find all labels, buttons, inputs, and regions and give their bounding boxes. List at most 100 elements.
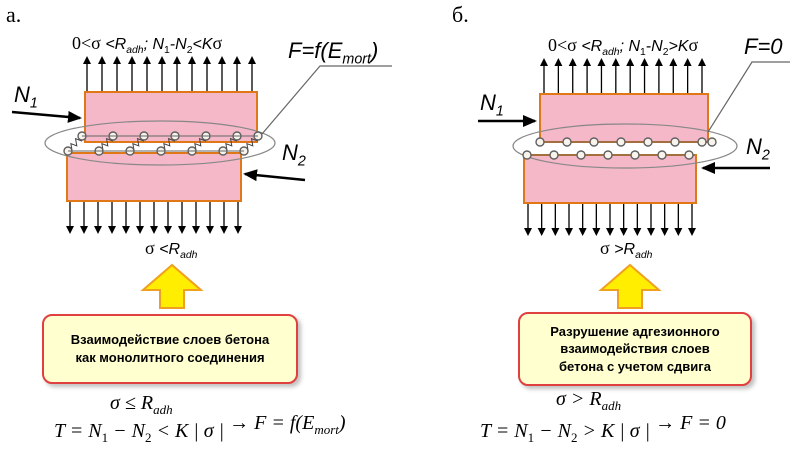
f2-s2: 2 — [144, 430, 152, 445]
panel-b-top-condition: 0<σ <Radh; N1-N2>Kσ — [548, 35, 698, 58]
f-lead: F=f(E — [288, 38, 343, 63]
cond-sigma: σ — [567, 35, 577, 55]
lower-node — [549, 150, 559, 160]
n1-letter: N — [14, 82, 30, 107]
cond-n2-sub: 2 — [662, 47, 669, 59]
lower-node — [576, 150, 586, 160]
cond-sigma2: σ — [212, 33, 223, 53]
cond-sigma: σ — [91, 33, 101, 53]
upper-node — [697, 137, 707, 147]
cond-r: <R — [105, 36, 127, 53]
panel-a-formula-line2: T = N1 − N2 < K | σ | → F = f(Emort) — [54, 412, 346, 446]
panel-a-yellow-arrow — [140, 263, 204, 309]
panel-a-n2-label: N2 — [282, 140, 306, 169]
upper-node — [535, 137, 545, 147]
panel-b-upper-block — [539, 93, 709, 143]
bottom-r: <R — [159, 241, 181, 258]
cond-n: ; N — [619, 38, 641, 55]
caption-line-2: как монолитного соединения — [75, 350, 265, 365]
cond-lead: 0< — [72, 33, 92, 53]
cond-n: ; N — [143, 36, 165, 53]
lower-node — [630, 150, 640, 160]
f2-mid: − N — [534, 420, 571, 442]
panel-a-f-label: F=f(Emort) — [288, 38, 378, 67]
cond-k: <K — [192, 36, 213, 53]
panel-b-label: б. — [452, 2, 469, 27]
lower-node — [603, 150, 613, 160]
f2-arrow: → F = f(E — [229, 412, 315, 434]
bottom-r: >R — [614, 241, 636, 258]
n1-sub: 1 — [29, 95, 38, 112]
panel-a-bottom-condition: σ <Radh — [145, 238, 197, 261]
panel-a-caption: Взаимодействие слоев бетона как монолитн… — [42, 314, 298, 384]
upper-node — [562, 137, 572, 147]
bottom-r-sub: adh — [180, 250, 198, 262]
f2-lead: T = N — [480, 420, 528, 442]
panel-a-label: а. — [6, 2, 22, 27]
panel-a-formula-line1: σ ≤ Radh — [110, 392, 173, 418]
caption-line-3: бетона с учетом сдвига — [559, 358, 711, 374]
cond-lead: 0< — [548, 35, 568, 55]
f2-s2: 2 — [570, 430, 578, 445]
cond-n1-sub: 1 — [640, 47, 646, 59]
panel-a-top-arrows — [83, 56, 256, 92]
panel-a-n1-label: N1 — [14, 82, 38, 111]
panel-b-top-arrows — [540, 58, 706, 94]
panel-a-interface-ellipse — [44, 120, 276, 166]
f1-sigma: σ ≤ R — [110, 392, 154, 414]
f2-mid: − N — [108, 420, 145, 442]
n1-letter: N — [480, 90, 496, 115]
upper-node — [707, 137, 717, 147]
n2-letter: N — [282, 140, 298, 165]
f2-arrow: → F = 0 — [655, 412, 726, 434]
panel-b-lower-block — [523, 154, 697, 204]
panel-b-nodes — [522, 137, 717, 160]
panel-b-f-label: F=0 — [744, 34, 783, 59]
bottom-r-sub: adh — [635, 250, 653, 262]
panel-a-nodes — [63, 131, 263, 156]
f1-sub: adh — [601, 398, 622, 413]
caption-line-1: Взаимодействие слоев бетона — [70, 332, 270, 348]
f2-s1: 1 — [527, 430, 535, 445]
lower-node — [657, 150, 667, 160]
f-tail: ) — [371, 38, 379, 63]
panel-b-bottom-condition: σ >Radh — [600, 238, 652, 261]
panel-b-yellow-arrow — [598, 263, 662, 309]
panel-b-formula-line2: T = N1 − N2 > K | σ | → F = 0 — [480, 412, 726, 446]
cond-dash: -N — [645, 38, 663, 55]
n2-sub: 2 — [297, 153, 306, 170]
panel-b-n1-label: N1 — [480, 90, 504, 119]
bottom-sigma: σ — [145, 238, 155, 258]
panel-b-interface-ellipse — [512, 123, 738, 169]
f2-end: ) — [338, 412, 346, 434]
upper-node — [589, 137, 599, 147]
caption-line-1: Разрушение адгезионного — [550, 323, 720, 339]
panel-b-caption: Разрушение адгезионного взаимодействия с… — [518, 312, 752, 386]
cond-r-sub: adh — [126, 45, 144, 57]
cond-dash: -N — [169, 36, 187, 53]
cond-k: >K — [668, 38, 689, 55]
cond-n1-sub: 1 — [164, 45, 170, 57]
panel-b-f-leader — [707, 61, 790, 133]
f2-s3: mort — [314, 422, 339, 437]
upper-node — [643, 137, 653, 147]
upper-node — [616, 137, 626, 147]
cond-sigma2: σ — [688, 35, 699, 55]
f1-sub: adh — [153, 402, 173, 417]
f2-tail: > K | σ | — [577, 420, 651, 442]
upper-node — [670, 137, 680, 147]
lower-node — [684, 150, 694, 160]
f2-lead: T = N — [54, 420, 102, 442]
panel-a-n1-arrow — [11, 110, 82, 123]
panel-a-top-condition: 0<σ <Radh; N1-N2<Kσ — [72, 33, 222, 56]
cond-r: <R — [581, 38, 603, 55]
panel-a-n2-arrow — [243, 169, 306, 182]
f2-s1: 1 — [101, 430, 109, 445]
f-sub: mort — [342, 51, 372, 68]
panel-b-n2-label: N2 — [746, 134, 770, 163]
n1-sub: 1 — [495, 103, 504, 120]
panel-b-formula-line1: σ > Radh — [556, 388, 621, 414]
f2-tail: < K | σ | — [151, 420, 225, 442]
n2-sub: 2 — [761, 147, 770, 164]
